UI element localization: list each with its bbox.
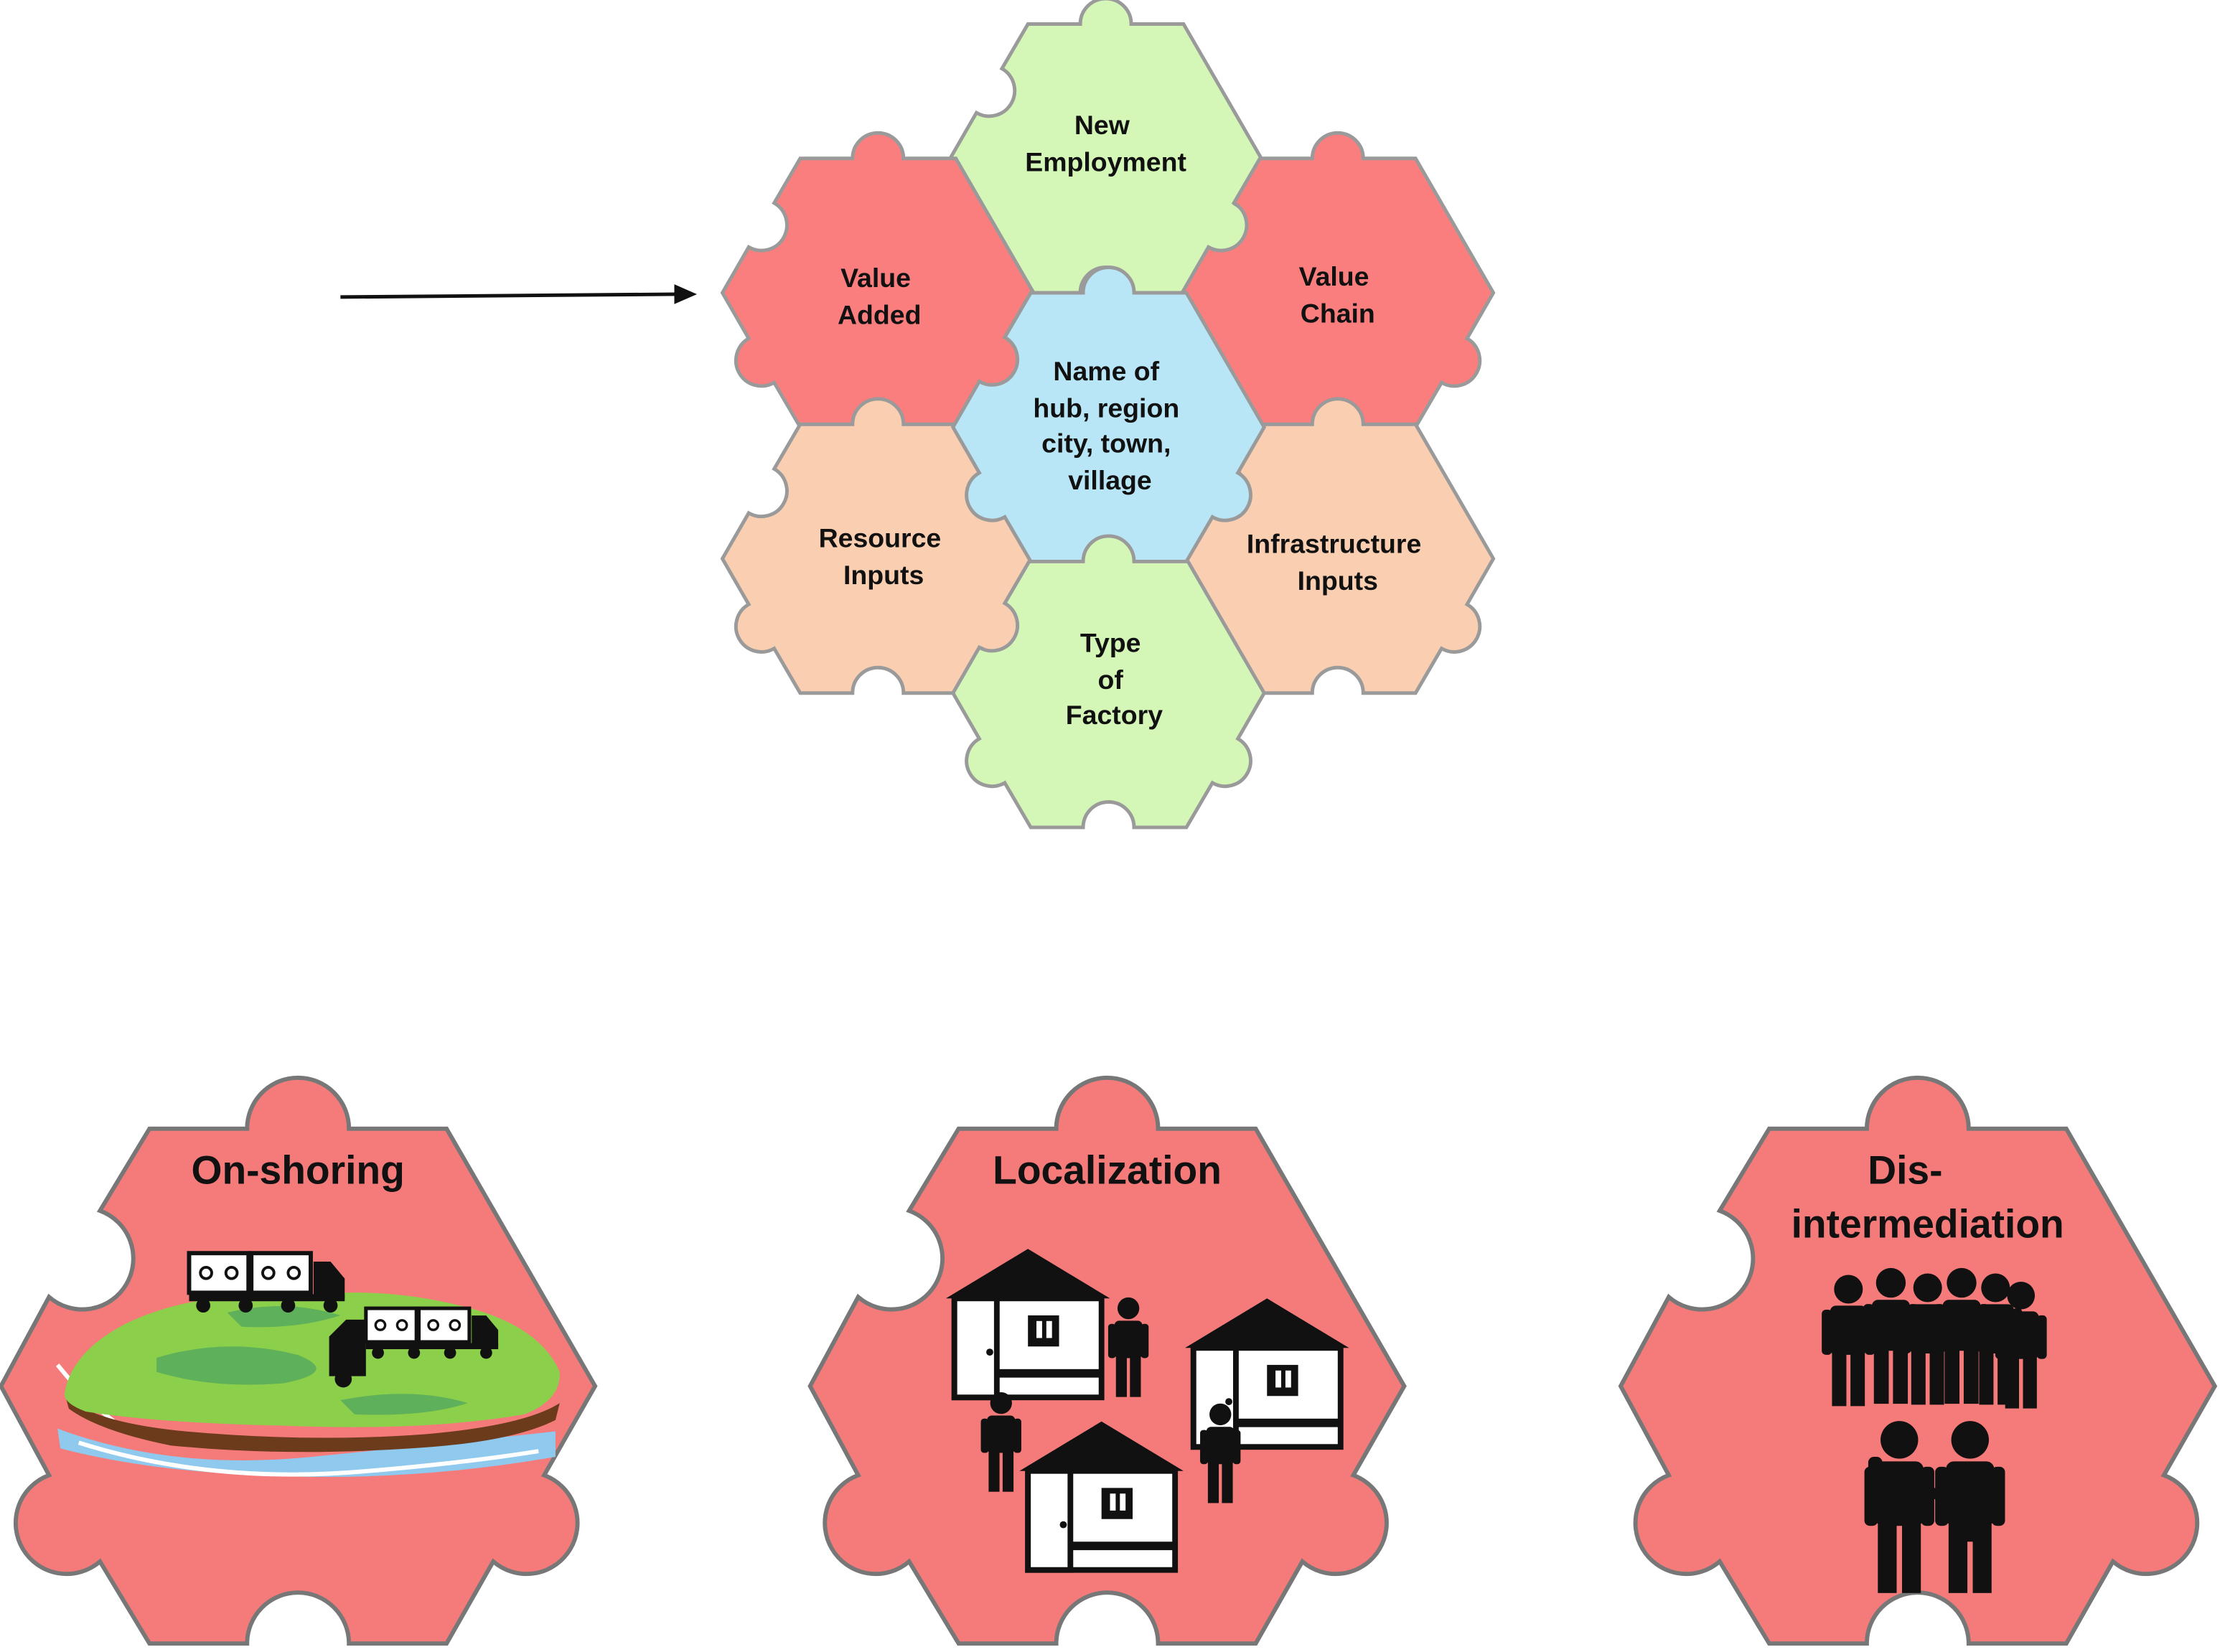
label-resource-inputs-l1: Resource [819,523,942,553]
label-type-of-factory: Type of Factory [1066,628,1163,731]
tile-onshoring: On-shoring [1,1078,595,1643]
tile-localization: Localization [810,1078,1405,1643]
label-center-l4: village [1068,465,1152,495]
label-value-added-l2: Added [838,299,921,329]
label-value-chain-l2: Chain [1301,298,1375,328]
tile-disintermediation: Dis- intermediation [1621,1078,2215,1643]
puzzle-cluster: New Employment Value Added Value Chain N… [722,0,1493,827]
label-infrastructure-inputs-l1: Infrastructure [1247,529,1421,559]
label-infrastructure-inputs: Infrastructure Inputs [1247,529,1429,596]
crowd-and-handshake-icon [1822,1267,2047,1593]
pointer-arrow [340,284,697,304]
label-new-employment-l1: New [1074,110,1130,140]
label-resource-inputs: Resource Inputs [819,523,949,590]
tile-disintermediation-title-l2: intermediation [1792,1202,2064,1247]
label-new-employment: New Employment [1025,110,1186,177]
label-new-employment-l2: Employment [1025,146,1186,177]
label-type-of-factory-l2: of [1098,665,1124,695]
label-resource-inputs-l2: Inputs [843,560,924,590]
label-center-l2: hub, region [1033,393,1179,423]
island-with-trucks-icon [55,1253,560,1478]
tile-disintermediation-title: Dis- intermediation [1792,1148,2064,1247]
label-value-added-l1: Value [840,263,911,293]
tile-disintermediation-title-l1: Dis- [1868,1148,1942,1193]
label-center-l1: Name of [1053,356,1159,386]
label-value-chain-l1: Value [1299,261,1369,291]
label-value-chain: Value Chain [1299,261,1377,328]
tile-onshoring-title: On-shoring [192,1148,405,1193]
label-type-of-factory-l1: Type [1080,628,1141,658]
label-infrastructure-inputs-l2: Inputs [1298,565,1378,596]
label-center-l3: city, town, [1041,428,1171,459]
label-value-added: Value Added [838,263,921,329]
label-center: Name of hub, region city, town, village [1033,356,1186,495]
label-type-of-factory-l3: Factory [1066,700,1163,730]
tile-localization-title: Localization [993,1148,1222,1193]
